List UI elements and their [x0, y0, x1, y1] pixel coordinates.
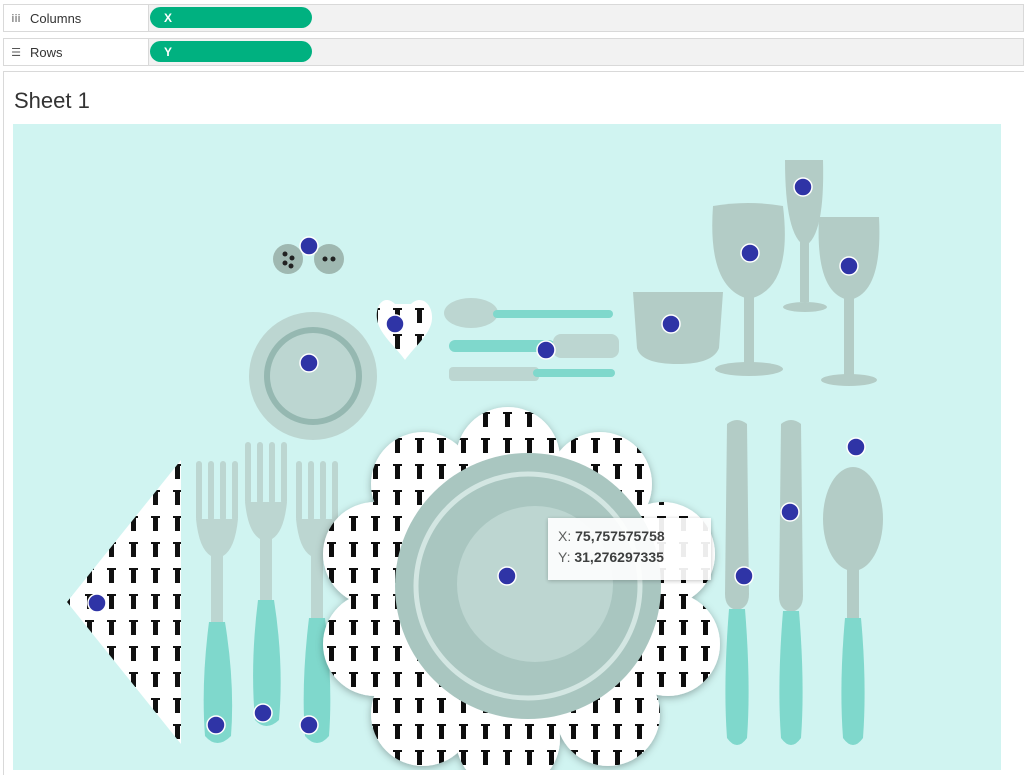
tooltip-x-row: X: 75,757575758 [558, 528, 711, 549]
columns-label-text: Columns [30, 10, 82, 26]
knife-right-icon [779, 420, 803, 745]
data-point-12[interactable] [497, 566, 517, 586]
table-setting-illustration [67, 160, 883, 770]
data-point-8[interactable] [536, 340, 556, 360]
y-field-pill[interactable]: Y [150, 41, 312, 62]
white-wine-glass-icon [818, 217, 880, 386]
data-point-15[interactable] [253, 703, 273, 723]
data-point-6[interactable] [299, 353, 319, 373]
data-point-1[interactable] [793, 177, 813, 197]
salt-shaker-icon [273, 244, 303, 274]
columns-shelf-label: iii Columns [4, 5, 149, 31]
data-point-5[interactable] [385, 314, 405, 334]
fork-middle-icon [245, 442, 287, 726]
data-point-4[interactable] [299, 236, 319, 256]
knife-left-icon [725, 420, 749, 745]
data-point-10[interactable] [780, 502, 800, 522]
x-field-pill[interactable]: X [150, 7, 312, 28]
data-point-3[interactable] [839, 256, 859, 276]
wine-glass-icon [712, 203, 785, 376]
data-point-9[interactable] [846, 437, 866, 457]
bread-plate-icon [249, 312, 377, 440]
tooltip-x-label: X: [558, 528, 572, 544]
sheet-area: Sheet 1 [3, 71, 1024, 775]
data-point-7[interactable] [661, 314, 681, 334]
mark-tooltip: X: 75,757575758 Y: 31,276297335 [548, 518, 711, 580]
sheet-title: Sheet 1 [14, 88, 90, 113]
columns-shelf[interactable]: iii Columns X [3, 4, 1024, 32]
rows-icon: ☰ [11, 45, 21, 59]
dinner-plate-icon [323, 407, 720, 770]
scatter-marks [87, 177, 866, 735]
fork-right-icon [296, 461, 338, 743]
data-point-14[interactable] [206, 715, 226, 735]
tooltip-y-row: Y: 31,276297335 [558, 549, 711, 570]
fork-left-icon [196, 461, 238, 743]
viz-canvas[interactable]: X: 75,757575758 Y: 31,276297335 [13, 124, 1001, 770]
data-point-13[interactable] [87, 593, 107, 613]
rows-shelf[interactable]: ☰ Rows Y [3, 38, 1024, 66]
place-card-heart-icon [376, 299, 433, 360]
pepper-shaker-icon [314, 244, 344, 274]
data-point-2[interactable] [740, 243, 760, 263]
tooltip-y-label: Y: [558, 549, 571, 565]
columns-icon: iii [11, 11, 21, 25]
data-point-11[interactable] [734, 566, 754, 586]
champagne-flute-icon [783, 160, 827, 312]
napkin-icon [67, 460, 181, 744]
data-point-16[interactable] [299, 715, 319, 735]
tooltip-y-value: 31,276297335 [574, 549, 664, 565]
rows-label-text: Rows [30, 44, 63, 60]
tooltip-x-value: 75,757575758 [575, 528, 665, 544]
soup-spoon-icon [823, 467, 883, 745]
rows-shelf-label: ☰ Rows [4, 39, 149, 65]
dessert-utensils-icon [444, 298, 619, 381]
